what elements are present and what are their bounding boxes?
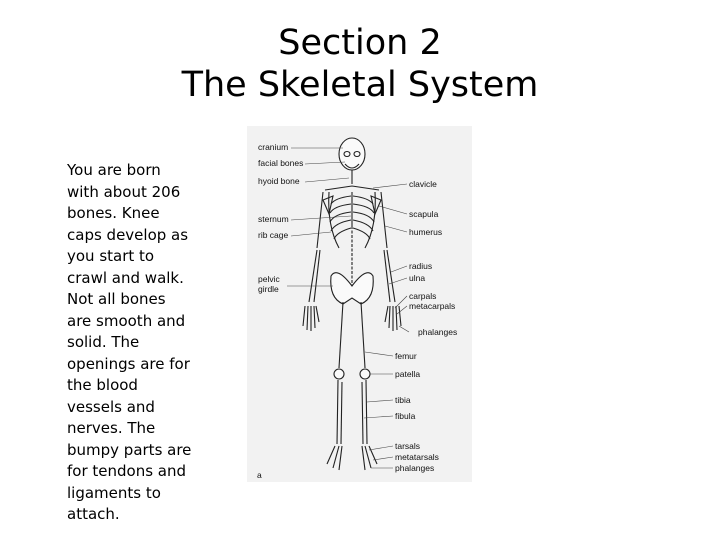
tibia-right (365, 379, 368, 445)
title-line-1: Section 2 (278, 23, 442, 63)
rib-4 (330, 219, 374, 232)
label-metacarpals: metacarpals (409, 301, 455, 311)
figure-letter: a (257, 470, 262, 480)
title-line-2: The Skeletal System (181, 65, 539, 105)
rib-2 (329, 203, 375, 214)
label-pelvic: pelvic (258, 274, 280, 284)
label-phalanges-hand: phalanges (418, 327, 457, 337)
label-sternum: sternum (258, 214, 289, 224)
skeleton-svg: cranium facial bones hyoid bone sternum … (257, 137, 457, 480)
clavicles (324, 185, 380, 191)
rib-3 (329, 211, 375, 223)
label-girdle: girdle (258, 284, 279, 294)
skull (338, 137, 366, 171)
femur-right (360, 301, 366, 369)
fibula-left (340, 381, 343, 445)
label-fibula: fibula (395, 411, 416, 421)
humerus-right (380, 191, 388, 249)
patella-right (359, 368, 371, 380)
label-clavicle: clavicle (409, 179, 437, 189)
label-tarsals: tarsals (395, 441, 420, 451)
label-humerus: humerus (409, 227, 442, 237)
hand-right (384, 305, 402, 331)
label-scapula: scapula (409, 209, 439, 219)
slide-title: Section 2 The Skeletal System (0, 22, 720, 106)
eye-socket-right (353, 150, 361, 158)
label-carpals: carpals (409, 291, 436, 301)
ulna-left (313, 249, 321, 303)
radius-left (308, 249, 318, 303)
label-rib-cage: rib cage (258, 230, 289, 240)
label-ulna: ulna (409, 273, 425, 283)
scapula-left (322, 195, 334, 216)
patella-left (333, 368, 345, 380)
body-paragraph: You are born with about 206 bones. Knee … (67, 161, 192, 523)
fibula-right (361, 381, 364, 445)
label-tibia: tibia (395, 395, 411, 405)
pelvis (330, 272, 374, 305)
tibia-left (336, 379, 339, 445)
label-facial-bones: facial bones (258, 158, 303, 168)
skeleton-figure (302, 137, 402, 471)
label-cranium: cranium (258, 142, 288, 152)
label-metatarsals: metatarsals (395, 452, 439, 462)
label-radius: radius (409, 261, 432, 271)
leader-lines (287, 147, 410, 469)
ulna-right (383, 249, 391, 303)
femur-left (338, 301, 344, 369)
label-patella: patella (395, 369, 420, 379)
rib-5 (333, 227, 371, 240)
label-phalanges-foot: phalanges (395, 463, 434, 473)
foot-right (361, 445, 378, 471)
jaw (344, 163, 360, 169)
hand-left (302, 305, 320, 331)
radius-right (386, 249, 396, 303)
skeleton-diagram: cranium facial bones hyoid bone sternum … (247, 126, 472, 482)
humerus-left (316, 191, 324, 249)
foot-left (326, 445, 343, 471)
eye-socket-left (343, 150, 351, 158)
label-femur: femur (395, 351, 417, 361)
label-hyoid-bone: hyoid bone (258, 176, 300, 186)
scapula-right (370, 195, 382, 216)
